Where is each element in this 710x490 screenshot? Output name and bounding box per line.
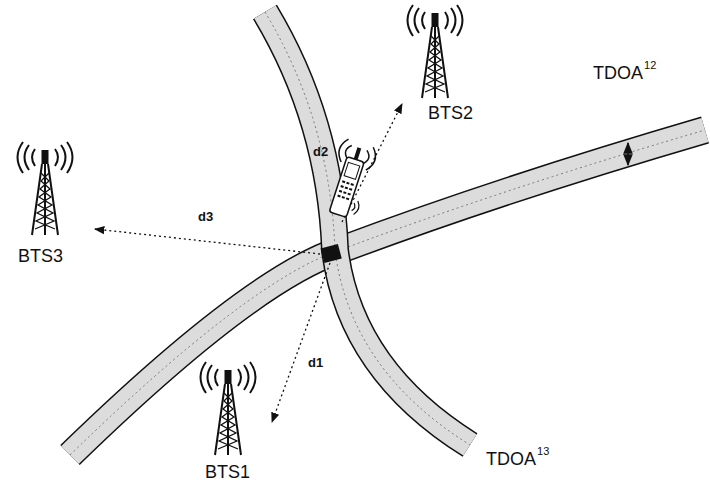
distance-arrow xyxy=(272,263,330,422)
position-marker xyxy=(320,244,341,263)
station-name: BTS3 xyxy=(18,247,63,265)
tdoa-label: TDOA xyxy=(593,64,643,82)
tdoa-index: 13 xyxy=(537,446,549,457)
station-name: BTS1 xyxy=(205,463,250,481)
distance-label: d3 xyxy=(198,210,213,223)
width-arrow xyxy=(627,143,629,165)
distance-label: d2 xyxy=(313,145,328,158)
bts-tower xyxy=(18,142,73,235)
tdoa-index: 12 xyxy=(644,60,656,71)
mobile-phone xyxy=(320,137,378,220)
bts-tower xyxy=(201,362,256,455)
bts-tower xyxy=(408,5,463,98)
tdoa13-band xyxy=(265,12,470,445)
tdoa-label: TDOA xyxy=(486,450,536,468)
distance-arrow xyxy=(95,229,320,254)
tdoa12-band xyxy=(70,130,705,455)
station-name: BTS2 xyxy=(428,104,473,122)
distance-label: d1 xyxy=(308,356,323,369)
